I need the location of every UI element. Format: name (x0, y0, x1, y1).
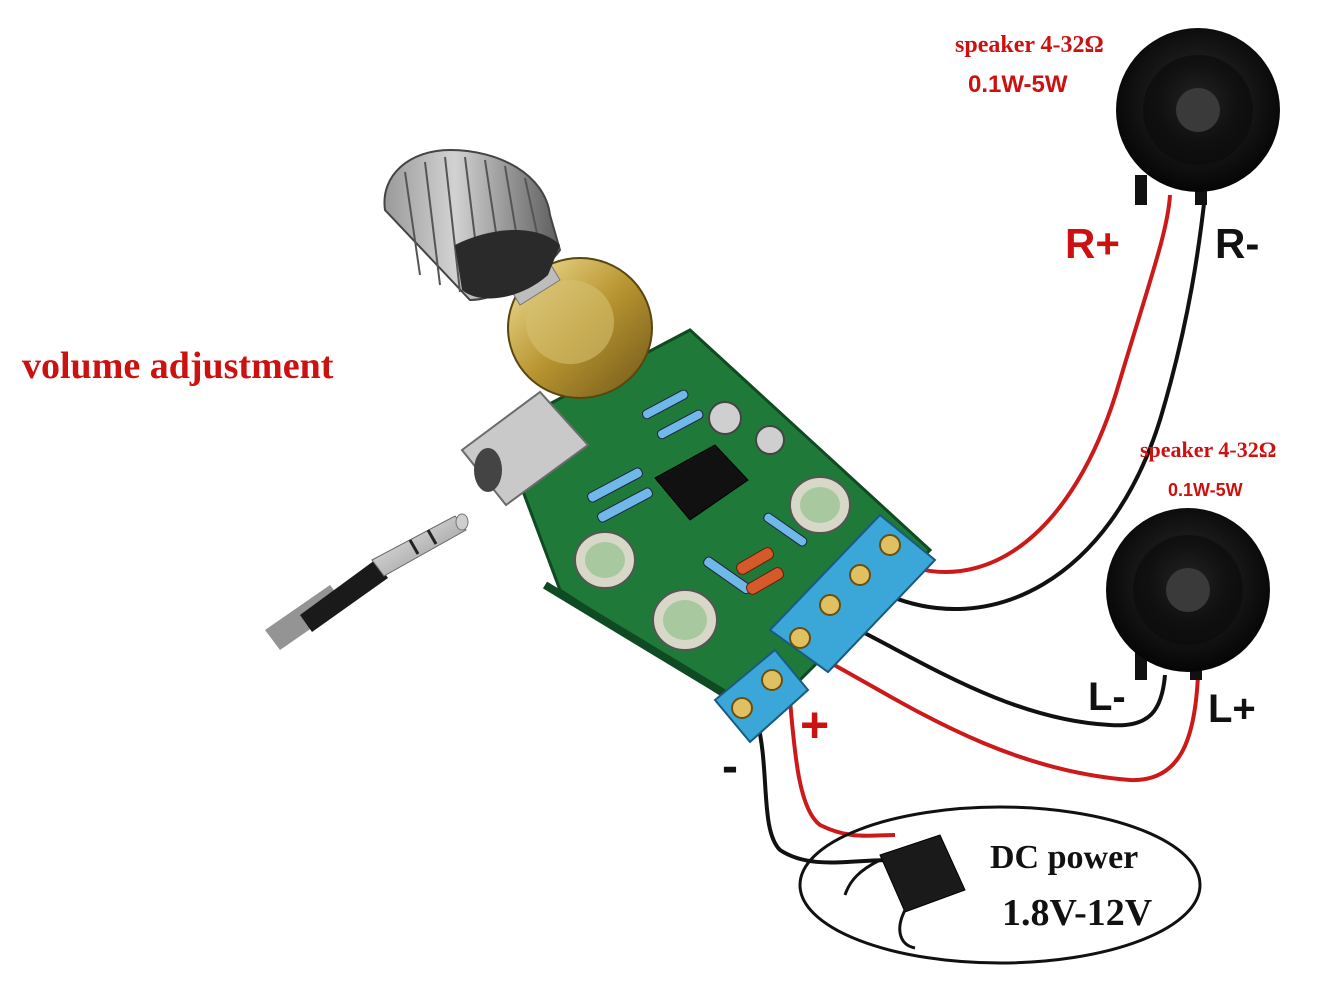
capacitors (574, 401, 851, 651)
l-plus-label: L+ (1208, 687, 1256, 731)
inductors (736, 547, 784, 595)
power-adapter-icon (843, 834, 966, 950)
dc-plus-label: + (800, 697, 829, 753)
wires (755, 194, 1207, 865)
speaker-left-power: 0.1W-5W (1168, 480, 1243, 500)
dc-power-group (798, 805, 1202, 965)
speaker-right-power: 0.1W-5W (968, 71, 1068, 98)
ic-chip (654, 444, 749, 521)
wire-dc-plus (788, 699, 896, 838)
wire-r-plus (914, 194, 1172, 574)
l-minus-label: L- (1088, 675, 1126, 719)
resistors (587, 389, 808, 595)
dc-minus-label: - (722, 740, 738, 793)
amplifier-board (383, 148, 937, 744)
labels: volume adjustment speaker 4-32Ω 0.1W-5W … (22, 32, 1276, 934)
r-minus-label: R- (1215, 220, 1259, 267)
r-plus-label: R+ (1065, 220, 1120, 267)
speaker-right-spec: speaker 4-32Ω (955, 32, 1104, 58)
speaker-terminal-block (768, 513, 937, 674)
audio-jack-plug (265, 513, 469, 650)
knob-icon (383, 148, 562, 302)
dc-power-range: 1.8V-12V (1002, 892, 1153, 934)
volume-label: volume adjustment (22, 345, 334, 387)
wire-l-plus (824, 658, 1200, 783)
power-terminal-block (713, 648, 810, 744)
wire-l-minus (844, 621, 1167, 728)
right-speaker (1116, 28, 1280, 205)
left-speaker (1106, 508, 1270, 680)
wire-dc-minus (755, 719, 891, 865)
speaker-left-spec: speaker 4-32Ω (1140, 437, 1276, 462)
wire-r-minus (884, 194, 1207, 611)
dc-power-ellipse (798, 805, 1202, 965)
dc-power-title: DC power (990, 839, 1138, 876)
